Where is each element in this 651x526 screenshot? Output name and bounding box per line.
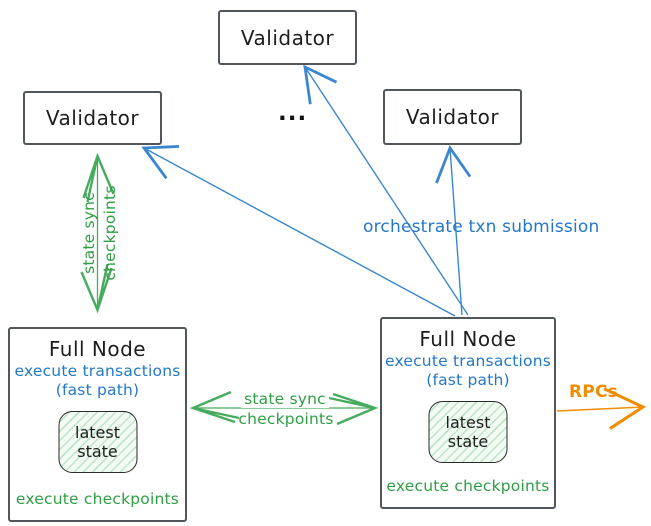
label-state-sync-vertical-line2: checkpoints	[101, 185, 119, 281]
validator-right-label: Validator	[405, 105, 500, 129]
full-node-left-exec-transactions: execute transactions	[14, 362, 181, 380]
label-state-sync-horizontal-line2: checkpoints	[238, 410, 334, 428]
latest-state-box-right: latest state	[428, 401, 508, 463]
full-node-left-title: Full Node	[48, 337, 147, 361]
latest-state-right-line2: state	[447, 432, 489, 451]
full-node-right-exec-transactions: execute transactions	[384, 352, 552, 370]
arrow-txn-to-right-validator	[435, 145, 472, 316]
validator-box-top: Validator	[218, 10, 357, 65]
latest-state-right-line1: latest	[445, 413, 491, 432]
validators-ellipsis: ...	[278, 100, 308, 126]
arrow-txn-to-left-validator	[141, 145, 456, 317]
full-node-right-fast-path: (fast path)	[426, 371, 510, 389]
full-node-left-exec-checkpoints: execute checkpoints	[15, 490, 180, 508]
full-node-right: Full Node execute transactions (fast pat…	[380, 317, 556, 509]
latest-state-left-line2: state	[77, 442, 118, 461]
full-node-left: Full Node execute transactions (fast pat…	[8, 327, 187, 522]
full-node-left-fast-path: (fast path)	[55, 381, 140, 399]
latest-state-box-left: latest state	[58, 411, 137, 473]
label-state-sync-horizontal-line1: state sync	[241, 390, 329, 408]
validator-box-left: Validator	[23, 91, 162, 145]
label-orchestrate-txn-submission: orchestrate txn submission	[363, 217, 600, 237]
validator-top-label: Validator	[240, 25, 335, 50]
arrow-txn-to-top-validator	[303, 64, 469, 316]
label-rpcs: RPCs	[569, 382, 618, 402]
arrow-rpcs	[556, 387, 647, 430]
full-node-right-exec-checkpoints: execute checkpoints	[386, 477, 550, 495]
validator-box-right: Validator	[383, 89, 522, 145]
label-state-sync-vertical-line1: state sync	[80, 192, 98, 274]
latest-state-left-line1: latest	[75, 423, 120, 442]
validator-left-label: Validator	[45, 106, 140, 130]
full-node-right-title: Full Node	[419, 327, 517, 351]
